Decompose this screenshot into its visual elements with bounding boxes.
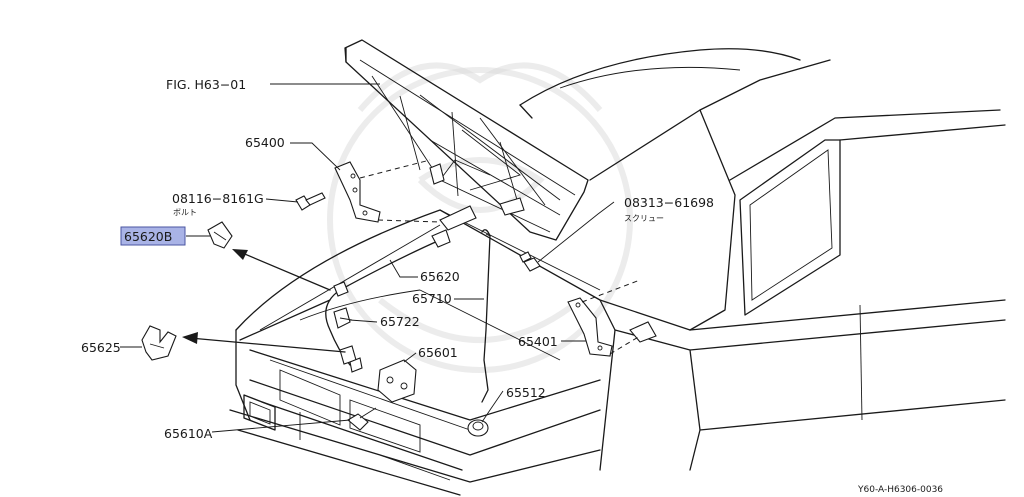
hood-hinge-left-part	[334, 161, 381, 223]
part-sublabel-bolt: ボルト	[173, 208, 197, 217]
part-sublabel-screw: スクリュー	[624, 214, 664, 223]
part-label-08313-61698[interactable]: 08313−61698	[624, 195, 714, 210]
part-label-65625[interactable]: 65625	[81, 340, 121, 355]
part-label-65601[interactable]: 65601	[418, 345, 458, 360]
leader-lines	[120, 83, 615, 433]
grommet-part	[467, 419, 489, 437]
bolt-part	[295, 192, 326, 211]
release-cable-part	[325, 229, 451, 366]
part-label-65710[interactable]: 65710	[412, 291, 452, 306]
part-label-65610a[interactable]: 65610A	[164, 426, 213, 441]
release-handle-part	[333, 307, 353, 329]
figure-label: FIG. H63−01	[166, 77, 246, 92]
part-label-65401[interactable]: 65401	[518, 334, 558, 349]
screw-part	[519, 251, 541, 272]
part-label-65620[interactable]: 65620	[420, 269, 460, 284]
part-label-65722[interactable]: 65722	[380, 314, 420, 329]
part-label-08116-8161g[interactable]: 08116−8161G	[172, 191, 264, 206]
vehicle-outline	[229, 39, 1006, 496]
part-label-65400[interactable]: 65400	[245, 135, 285, 150]
cushion-part	[347, 407, 377, 431]
direction-arrows	[182, 249, 346, 353]
part-highlight-box	[120, 226, 186, 246]
cable-guide-part	[141, 325, 177, 361]
hood-lock-part	[339, 345, 417, 403]
watermark-emblem	[327, 62, 633, 373]
part-label-65620b[interactable]: 65620B	[124, 229, 172, 244]
part-label-65512[interactable]: 65512	[506, 385, 546, 400]
hood-mount-part	[429, 163, 525, 231]
diagram-code: Y60-A-H6306-0036	[857, 485, 943, 495]
hood-hinge-right-part	[567, 297, 657, 357]
hood-stay-rod-part	[481, 229, 491, 403]
clip-part	[207, 221, 233, 249]
dashed-guides	[359, 159, 641, 355]
